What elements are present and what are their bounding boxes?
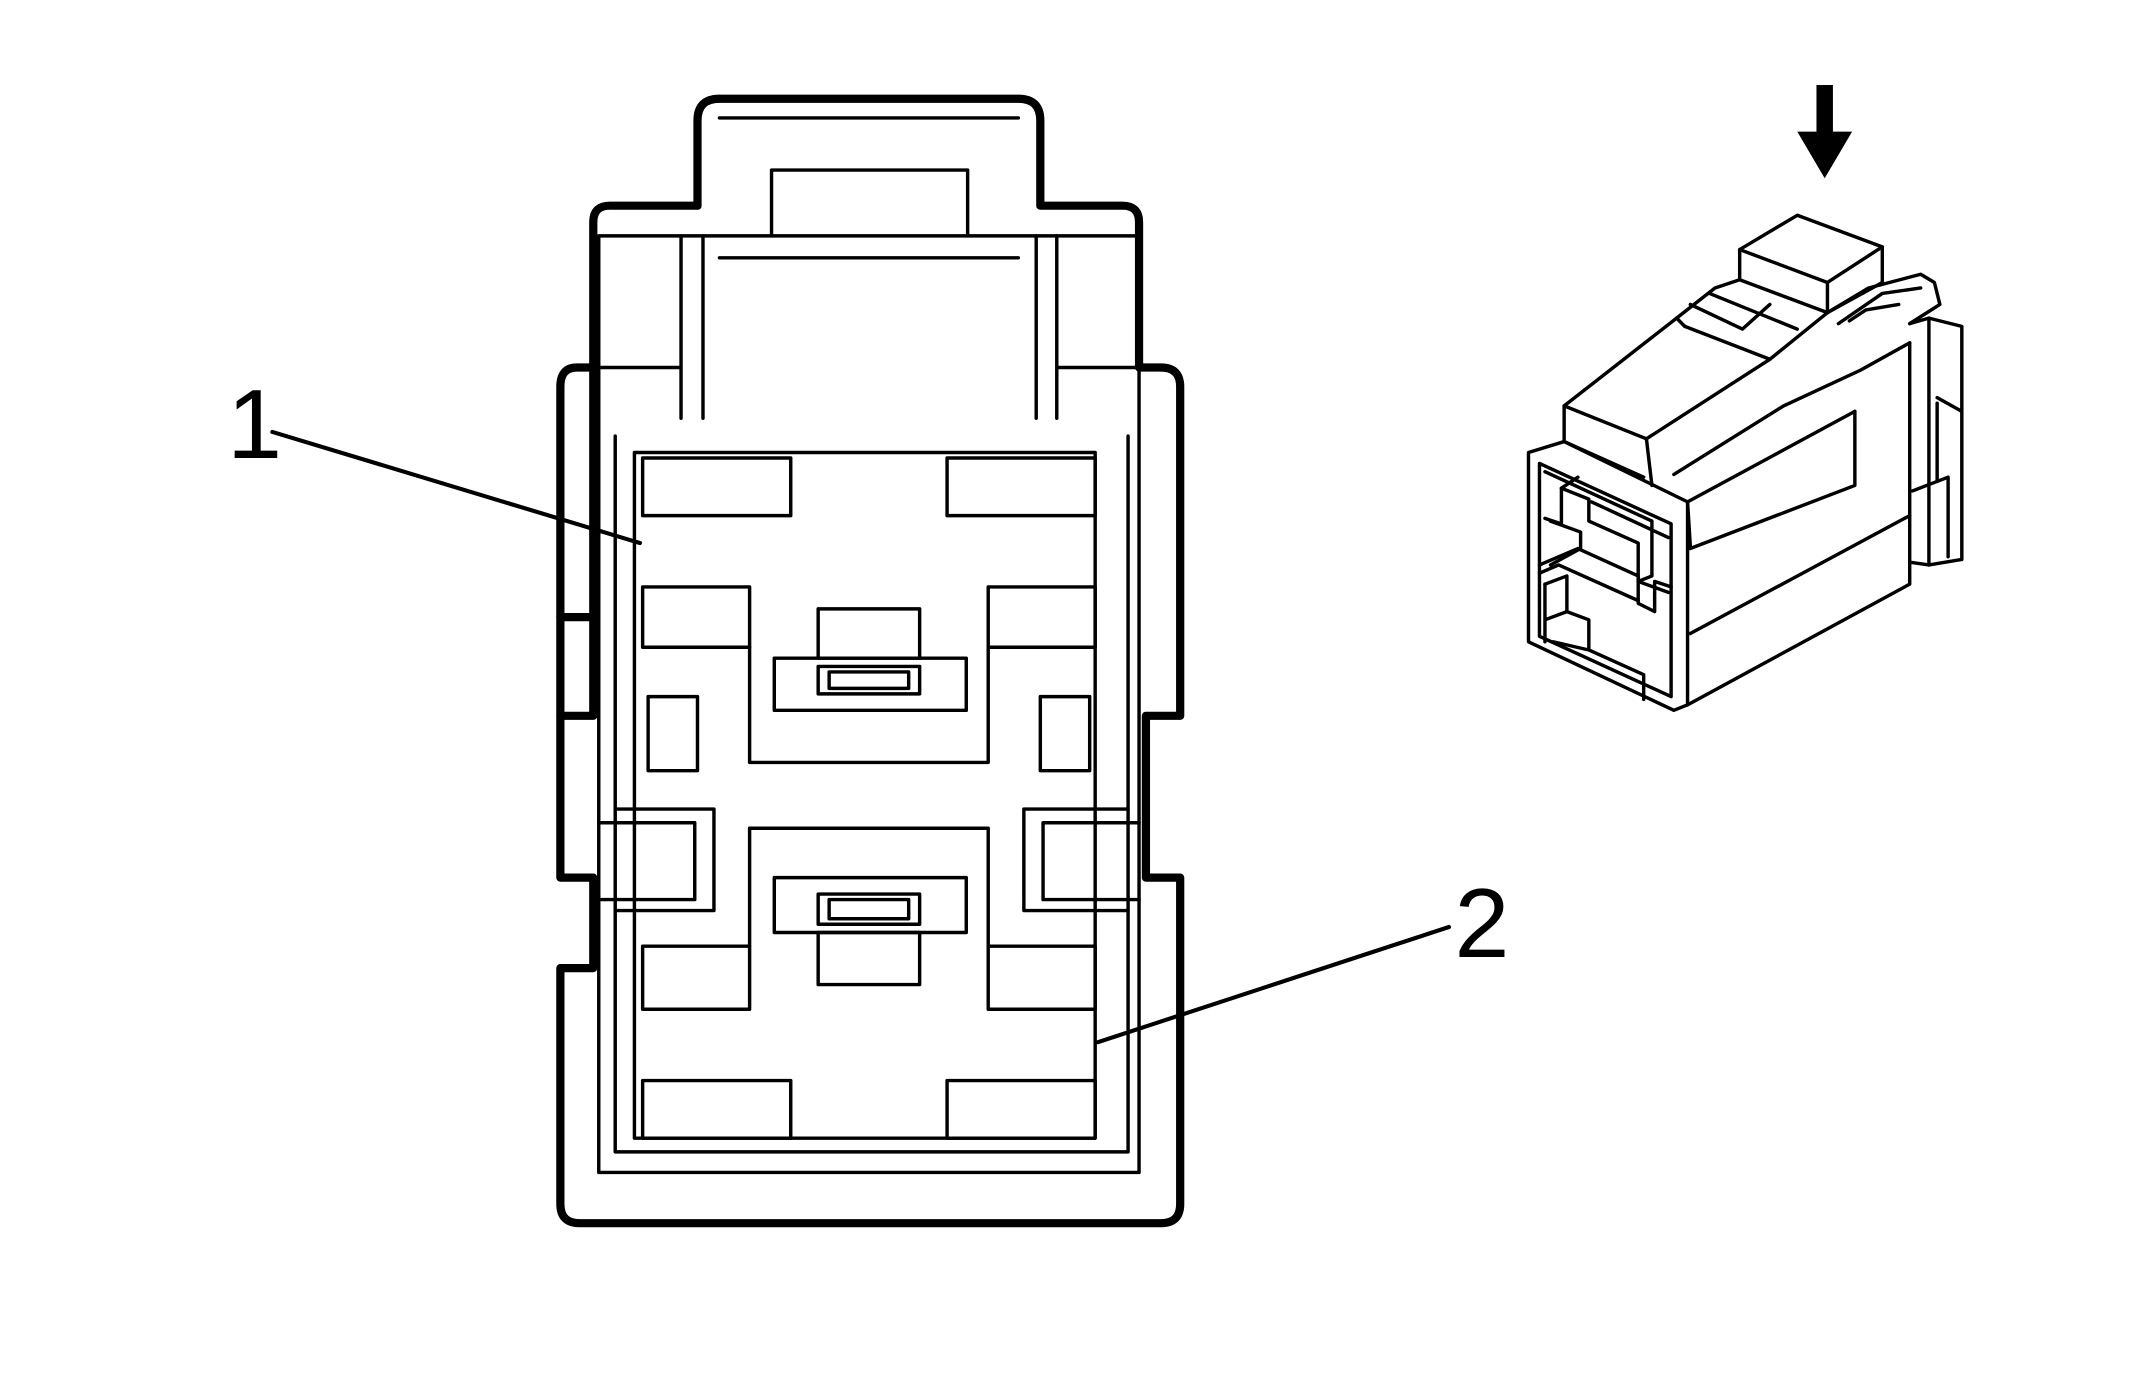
- cavity-separator: [597, 807, 1141, 913]
- connector-front-view: [556, 94, 1185, 1228]
- leader-line-2: [1095, 924, 1452, 1045]
- callout-1: 1: [227, 369, 642, 546]
- cavity-frame: [632, 450, 1097, 1140]
- callout-number-1: 1: [227, 369, 282, 479]
- connector-isometric-view: [1526, 213, 1964, 713]
- leader-line-1: [270, 429, 642, 546]
- latch-lines: [717, 116, 1021, 260]
- terminal-cavity-1: [640, 456, 1097, 773]
- arrow-down-icon: [1797, 85, 1853, 179]
- connector-housing-left-step: [589, 201, 702, 372]
- terminal-cavity-2: [640, 826, 1097, 1140]
- connector-housing-outline: [556, 94, 1185, 1228]
- callout-number-2: 2: [1454, 868, 1509, 978]
- latch-tab: [701, 168, 1038, 420]
- connector-inner-frame: [597, 234, 1141, 1175]
- connector-inner-frame-2: [613, 434, 1130, 1154]
- latch-guides: [591, 234, 1141, 420]
- callout-2: 2: [1095, 868, 1509, 1045]
